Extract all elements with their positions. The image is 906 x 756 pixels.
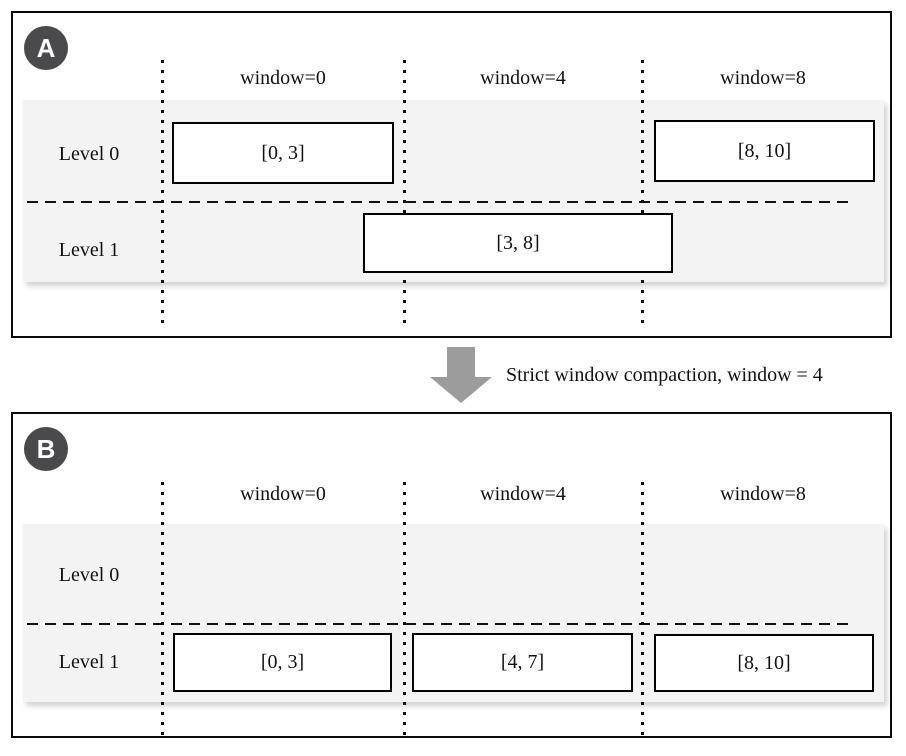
panel-b: B window=0 window=4 window=8 Level 0 Lev…: [11, 412, 892, 738]
transition-caption: Strict window compaction, window = 4: [506, 364, 823, 386]
panel-a-badge: A: [24, 26, 68, 70]
panel-a-level-1-label: Level 1: [58, 239, 120, 261]
window-divider-dotted-line: [403, 482, 406, 736]
panel-a-box-3-8-label: [3, 8]: [496, 231, 540, 254]
panel-a-level-0-label: Level 0: [58, 143, 120, 165]
panel-a: A window=0 window=4 window=8 Level 0 Lev…: [11, 11, 892, 338]
down-arrow-icon: [447, 347, 475, 378]
panel-a-box-8-10-label: [8, 10]: [737, 139, 792, 162]
panel-b-level-0-label: Level 0: [58, 564, 120, 586]
panel-a-window-header-4: window=4: [480, 67, 566, 89]
panel-b-level-1-label: Level 1: [58, 651, 120, 673]
panel-a-window-header-8: window=8: [720, 67, 806, 89]
window-divider-dotted-line: [403, 60, 406, 324]
panel-b-box-4-7-label: [4, 7]: [500, 651, 545, 673]
panel-b-box-0-3-label: [0, 3]: [260, 651, 305, 673]
panel-a-window-header-0: window=0: [240, 67, 326, 89]
window-divider-dotted-line: [161, 60, 164, 324]
panel-a-box-3-8: [3, 8]: [363, 213, 673, 273]
down-arrow-icon: [430, 377, 492, 403]
panel-b-window-header-8: window=8: [720, 483, 806, 505]
window-divider-dotted-line: [641, 482, 644, 736]
panel-b-box-0-3: [0, 3]: [173, 633, 392, 692]
level-separator-dashed-line: [27, 623, 853, 625]
panel-b-box-8-10-label: [8, 10]: [737, 651, 791, 674]
panel-b-box-4-7: [4, 7]: [412, 633, 633, 692]
panel-a-box-0-3: [0, 3]: [172, 122, 394, 184]
panel-b-badge: B: [24, 427, 68, 471]
panel-b-box-8-10: [8, 10]: [654, 634, 874, 692]
window-divider-dotted-line: [641, 60, 644, 324]
window-divider-dotted-line: [161, 482, 164, 736]
panel-b-window-header-4: window=4: [480, 483, 566, 505]
level-separator-dashed-line: [27, 201, 853, 203]
panel-a-box-8-10: [8, 10]: [654, 120, 875, 182]
panel-b-window-header-0: window=0: [240, 483, 326, 505]
panel-a-box-0-3-label: [0, 3]: [261, 141, 305, 164]
